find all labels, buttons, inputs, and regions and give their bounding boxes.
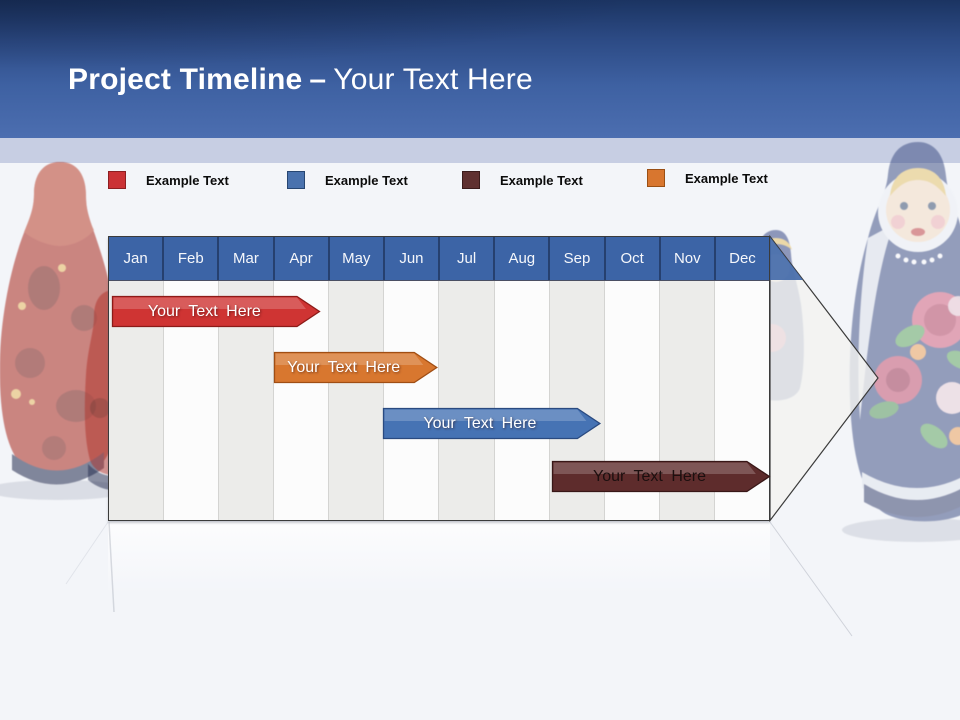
legend-label: Example Text: [500, 172, 583, 188]
bar-label: Your Text Here: [287, 358, 401, 376]
legend-swatch-maroon: [462, 171, 480, 189]
month-cell-jun: Jun: [384, 237, 441, 280]
month-cell-jul: Jul: [440, 237, 496, 280]
timeline-bar-maroon: Your Text Here: [551, 460, 771, 493]
month-cell-dec: Dec: [715, 237, 770, 280]
grid-column: [329, 281, 385, 520]
month-cell-may: May: [329, 237, 385, 280]
legend-item-maroon: Example Text: [462, 170, 583, 190]
grid-column: [494, 281, 550, 520]
legend-label: Example Text: [325, 172, 408, 188]
month-cell-aug: Aug: [495, 237, 551, 280]
month-cell-feb: Feb: [164, 237, 220, 280]
legend-label: Example Text: [685, 170, 768, 186]
grid-column: [384, 281, 440, 520]
legend-swatch-blue: [287, 171, 305, 189]
page-title: Project Timeline–Your Text Here: [68, 62, 533, 98]
month-cell-sep: Sep: [550, 237, 606, 280]
month-cell-mar: Mar: [219, 237, 275, 280]
bar-arrow-shape: [273, 351, 438, 384]
month-cell-oct: Oct: [605, 237, 661, 280]
title-primary: Project Timeline: [68, 63, 303, 96]
title-strip: [0, 138, 960, 163]
bar-arrow-shape: [551, 460, 771, 493]
title-secondary: Your Text Here: [333, 63, 533, 96]
grid-column: [439, 281, 495, 520]
legend-swatch-orange: [647, 169, 665, 187]
month-header-row: Jan Feb Mar Apr May Jun Jul Aug Sep Oct …: [109, 237, 770, 281]
month-cell-apr: Apr: [274, 237, 330, 280]
legend-label: Example Text: [146, 172, 229, 188]
timeline-bar-blue: Your Text Here: [382, 407, 601, 440]
legend-item-red: Example Text: [108, 170, 229, 190]
blue-matryoshka-image: [842, 142, 960, 542]
bar-label: Your Text Here: [593, 467, 706, 485]
bar-label: Your Text Here: [147, 302, 261, 320]
legend-item-orange: Example Text: [647, 168, 768, 188]
timeline-bar-red: Your Text Here: [111, 295, 321, 328]
title-band: [0, 0, 960, 138]
title-dash: –: [309, 63, 327, 96]
legend-item-blue: Example Text: [287, 170, 408, 190]
legend-swatch-red: [108, 171, 126, 189]
table-reflection: [108, 522, 770, 607]
bar-label: Your Text Here: [423, 414, 537, 432]
month-cell-jan: Jan: [109, 237, 165, 280]
month-cell-nov: Nov: [660, 237, 716, 280]
timeline-bar-orange: Your Text Here: [273, 351, 438, 384]
bar-arrow-shape: [382, 407, 601, 440]
